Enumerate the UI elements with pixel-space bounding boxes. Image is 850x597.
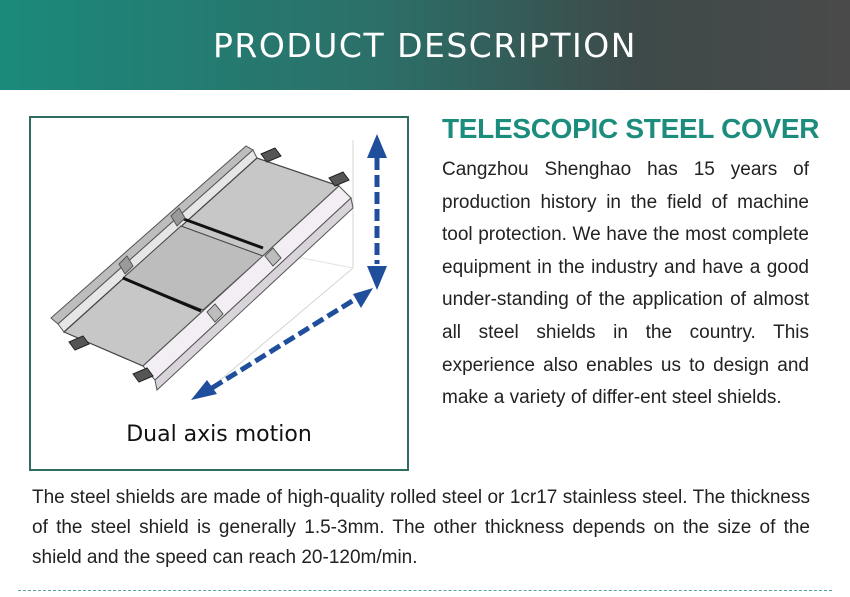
page-title: PRODUCT DESCRIPTION	[213, 25, 637, 65]
section-heading: TELESCOPIC STEEL COVER	[442, 113, 820, 144]
vertical-axis-arrow	[367, 134, 387, 290]
telescopic-cover-illustration	[50, 134, 387, 400]
details-paragraph: The steel shields are made of high-quali…	[32, 487, 810, 568]
steel-cover-shape	[50, 145, 354, 391]
intro-paragraph: Cangzhou Shenghao has 15 years of produc…	[442, 159, 809, 409]
figure-caption: Dual axis motion	[126, 422, 312, 447]
header-banner: PRODUCT DESCRIPTION	[0, 0, 850, 90]
horizontal-axis-arrow	[191, 288, 373, 400]
dashed-divider	[18, 590, 832, 591]
product-illustration-frame: Dual axis motion	[29, 116, 409, 471]
